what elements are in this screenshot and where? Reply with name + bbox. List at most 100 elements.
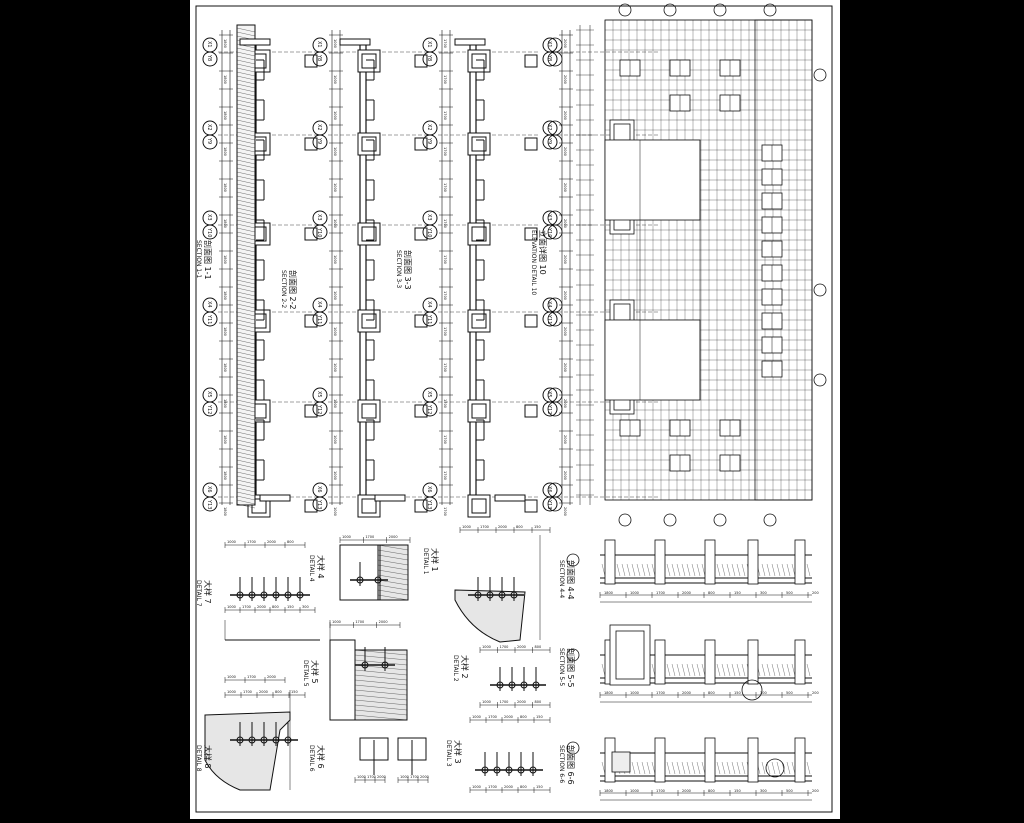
tile-hatch bbox=[786, 663, 791, 677]
dimension-label: 300 bbox=[760, 789, 767, 793]
grid-label: Y10 bbox=[426, 227, 432, 237]
dimension-label: 800 bbox=[520, 785, 527, 789]
grid-bubble bbox=[422, 401, 438, 417]
dimension-label: 800 bbox=[535, 700, 542, 704]
grid-label: X3 bbox=[316, 214, 322, 221]
hatch-line bbox=[377, 574, 409, 581]
dimension-label: 1700 bbox=[443, 183, 447, 192]
grid-label: Y11 bbox=[546, 314, 552, 324]
dimension-label: 800 bbox=[708, 591, 715, 595]
tile-hatch bbox=[786, 761, 791, 775]
tile-hatch bbox=[696, 663, 701, 677]
grid-bubble bbox=[422, 134, 438, 150]
tile-hatch bbox=[721, 663, 726, 677]
dimension-label: 1700 bbox=[443, 39, 447, 48]
dimension-label: 1000 bbox=[333, 327, 337, 336]
hatch-line bbox=[236, 47, 256, 53]
grid-label: X5 bbox=[316, 391, 322, 398]
tile-hatch bbox=[761, 563, 766, 577]
dimension-label: 200 bbox=[812, 591, 819, 595]
section-4-4-caption: 剖面图 4-4 SECTION 4-4 bbox=[558, 560, 576, 600]
column-core bbox=[251, 498, 267, 514]
grid-label: Y12 bbox=[426, 404, 432, 414]
dimension-label: 1800 bbox=[223, 435, 227, 444]
dimension-label: 500 bbox=[786, 691, 793, 695]
column-core bbox=[471, 53, 487, 69]
grid-bubble bbox=[202, 134, 218, 150]
hatch-line bbox=[236, 159, 256, 165]
grid-bubble bbox=[312, 134, 328, 150]
dimension-label: 1700 bbox=[443, 471, 447, 480]
hatch-line bbox=[354, 709, 408, 716]
dimension-label: 2000 bbox=[420, 775, 429, 779]
hatch-line bbox=[236, 431, 256, 437]
hatch-line bbox=[236, 167, 256, 173]
hatch-line bbox=[236, 275, 256, 281]
drawing-border bbox=[195, 5, 833, 813]
grid-label: X1 bbox=[426, 41, 432, 48]
pier bbox=[414, 314, 428, 328]
detail-7-title: 大样 7 bbox=[203, 580, 213, 604]
column-core bbox=[361, 313, 377, 329]
grid-label: Y13 bbox=[206, 499, 212, 509]
hatch-line bbox=[236, 99, 256, 105]
hatch-line bbox=[236, 387, 256, 393]
detail-6-title: 大样 6 bbox=[316, 745, 326, 769]
tile-hatch bbox=[716, 563, 721, 577]
grid-bubble bbox=[547, 51, 563, 67]
grid-bubble bbox=[202, 401, 218, 417]
tile-hatch bbox=[741, 761, 746, 775]
tile-hatch bbox=[791, 563, 796, 577]
grid-label: Y11 bbox=[426, 314, 432, 324]
hatch-line bbox=[236, 191, 256, 197]
hatch-line bbox=[236, 267, 256, 273]
hatch-line bbox=[354, 704, 408, 711]
hatch-line bbox=[236, 255, 256, 261]
tile-hatch bbox=[726, 563, 731, 577]
grid-label: Y13 bbox=[546, 499, 552, 509]
hatch-line bbox=[354, 714, 408, 721]
dimension-label: 1000 bbox=[472, 785, 481, 789]
tile-hatch bbox=[676, 663, 681, 677]
hatch-line bbox=[236, 107, 256, 113]
section-5-5-subtitle: SECTION 5-5 bbox=[558, 648, 565, 686]
grid-label: Y11 bbox=[316, 314, 322, 324]
grid-label: X3 bbox=[546, 214, 552, 221]
hatch-line bbox=[236, 231, 256, 237]
tile-hatch bbox=[646, 761, 651, 775]
hatch-line bbox=[236, 499, 256, 505]
dimension-label: 2000 bbox=[563, 147, 567, 156]
hatch-line bbox=[236, 55, 256, 61]
dimension-label: 200 bbox=[812, 789, 819, 793]
hatch-line bbox=[236, 175, 256, 181]
dimension-label: 1700 bbox=[443, 291, 447, 300]
hatch-line bbox=[236, 111, 256, 117]
tile-hatch bbox=[771, 563, 776, 577]
pier bbox=[304, 54, 318, 68]
hatch-line bbox=[236, 311, 256, 317]
hatch-line bbox=[377, 544, 409, 551]
hatch-line bbox=[236, 471, 256, 477]
section-5-5-caption: 剖面图 5-5 SECTION 5-5 bbox=[558, 648, 576, 688]
column bbox=[794, 737, 806, 783]
hatch-line bbox=[236, 415, 256, 421]
tile-hatch bbox=[666, 761, 671, 775]
hatch-line bbox=[236, 183, 256, 189]
hatch-line bbox=[236, 223, 256, 229]
column bbox=[467, 309, 491, 333]
dimension-label: 2000 bbox=[563, 39, 567, 48]
column bbox=[794, 539, 806, 585]
dimension-label: 1700 bbox=[243, 690, 252, 694]
dimension-label: 1000 bbox=[332, 620, 341, 624]
concrete-section bbox=[354, 649, 408, 721]
detail-block bbox=[377, 544, 409, 601]
hatch-line bbox=[236, 439, 256, 445]
cladding-frame bbox=[609, 624, 651, 686]
hatch-line bbox=[377, 589, 409, 596]
dimension-label: 2000 bbox=[682, 691, 691, 695]
dimension-label: 1800 bbox=[223, 111, 227, 120]
dimension-label: 2000 bbox=[504, 785, 513, 789]
dimension-label: 2000 bbox=[682, 591, 691, 595]
pier bbox=[524, 54, 538, 68]
dimension-label: 1700 bbox=[365, 535, 374, 539]
